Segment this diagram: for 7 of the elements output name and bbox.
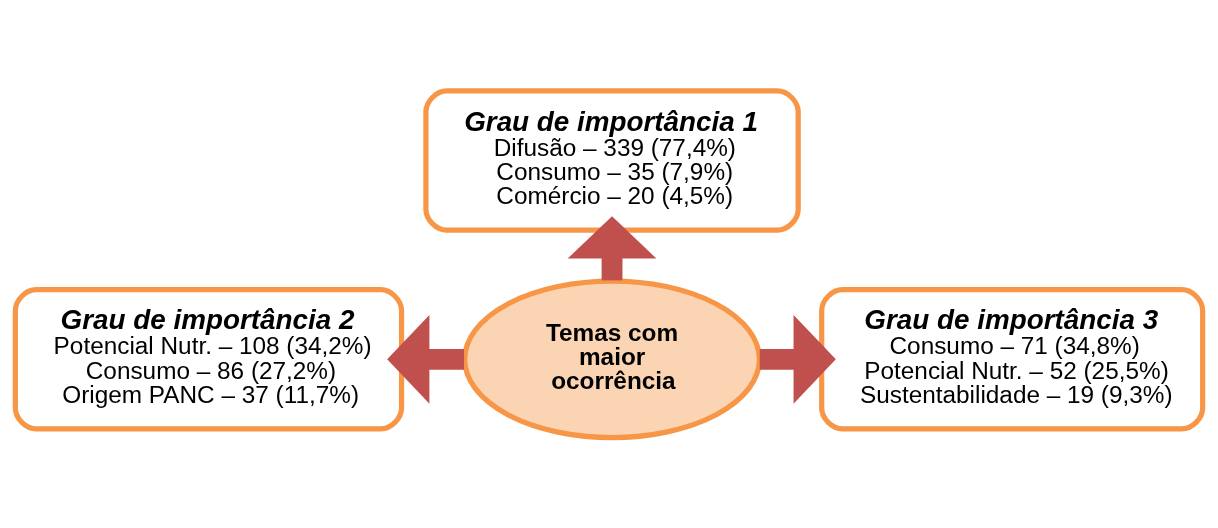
arrow — [759, 314, 836, 404]
node-box: Grau de importância 3 Consumo – 71 (34,8%) Potencial Nutr. – 52 (25,5%) Sustentabilidade – 19 (9,3%) — [819, 286, 1206, 432]
arrow — [567, 215, 657, 280]
node-box: Grau de importância 2 Potencial Nutr. – 108 (34,2%) Consumo – 86 (27,2%) Origem PANC – 37 (11,7%) — [12, 286, 405, 432]
node-box: Grau de importância 1 Difusão – 339 (77,4%) Consumo – 35 (7,9%) Comércio – 20 (4,5%) — [423, 87, 801, 233]
node-ellipse: Temas com maior ocorrência — [462, 277, 762, 440]
arrow — [387, 314, 465, 404]
